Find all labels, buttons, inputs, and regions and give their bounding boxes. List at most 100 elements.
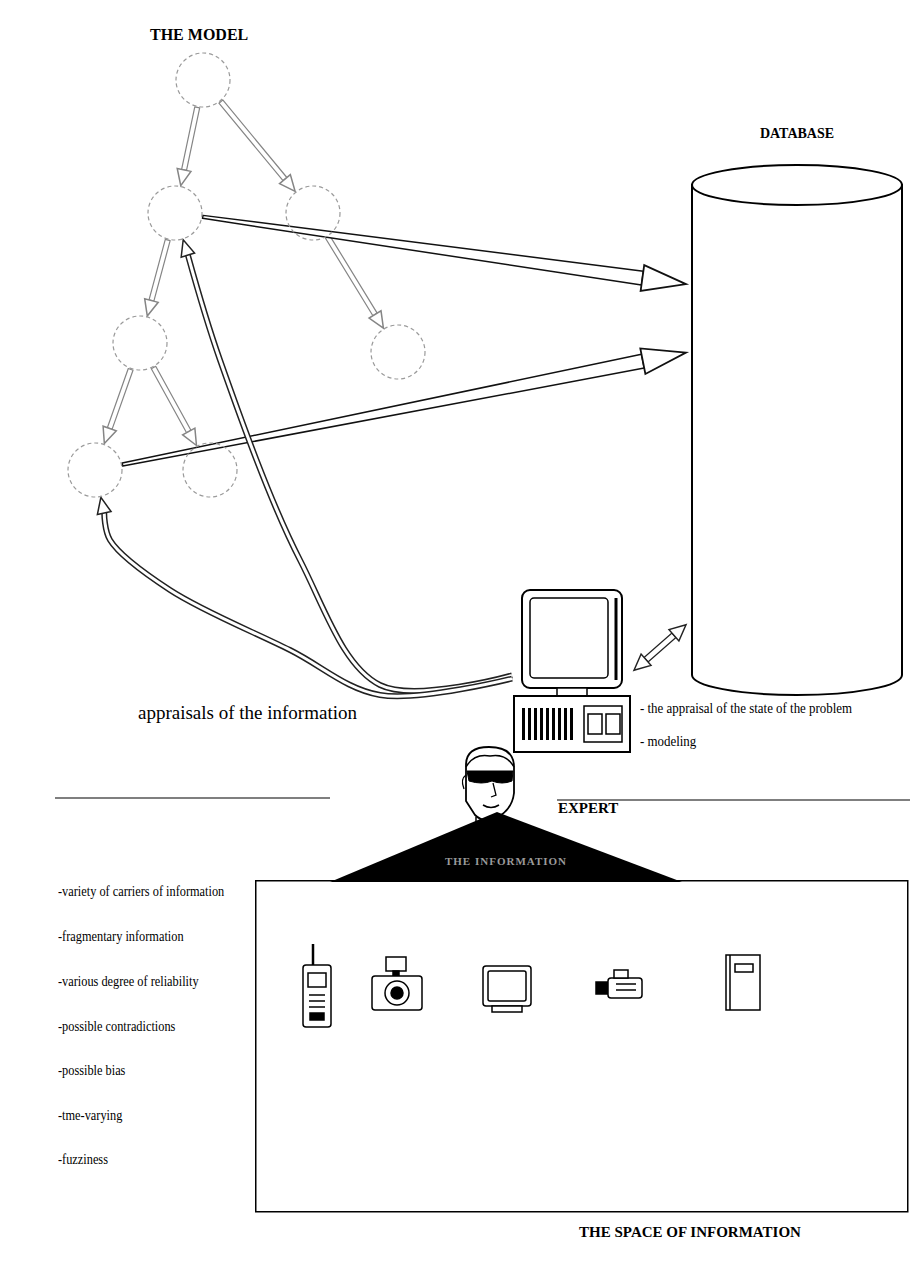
annotation-text: appraisals of the information (138, 702, 357, 724)
drive-slot (606, 714, 620, 734)
camcorder-body (608, 978, 642, 998)
annotation-text: THE MODEL (150, 26, 248, 44)
nose (491, 783, 496, 797)
node-shape (370, 324, 426, 380)
node-label: THE SPACE OF INFORMATION (485, 1224, 895, 1241)
camcorder-viewfinder (614, 970, 628, 978)
annotation-text: - the appraisal of the state of the prob… (640, 700, 852, 717)
camcorder-stripe (616, 989, 636, 991)
arrow-shaft-outline (104, 513, 512, 696)
vent-bar (564, 708, 567, 740)
annotation-text: -possible contradictions (58, 1019, 175, 1035)
vent-bar (570, 708, 573, 740)
node-shape (452, 743, 652, 828)
book-cover (726, 955, 760, 1010)
node-shape (330, 812, 682, 882)
dashed-circle (68, 443, 122, 497)
arrow-head (145, 299, 159, 316)
annotation-text: -various degree of reliability (58, 974, 199, 990)
connector-arrow (181, 240, 512, 691)
camera-lens-core (391, 987, 403, 999)
node-label: THE INFORMATION (330, 855, 682, 868)
arrow-axis (328, 237, 375, 315)
vent-bar (528, 708, 531, 740)
model-circle (147, 185, 203, 241)
speaker-line (309, 1000, 325, 1002)
node-shape (255, 880, 910, 1250)
arrow-shaft (107, 369, 133, 430)
model-circle (112, 315, 168, 371)
arrow-axis (221, 102, 285, 180)
walkie-talkie-icon (303, 944, 331, 1027)
dashed-circle (286, 186, 340, 240)
model-circle (370, 324, 426, 380)
drive-bay (584, 706, 622, 742)
model-circle (182, 442, 238, 498)
camera-lens (385, 981, 409, 1005)
node-label: EXPERT (558, 800, 618, 817)
connector-arrow (103, 369, 133, 444)
book-icon (726, 955, 760, 1010)
camcorder-stripe (616, 983, 636, 985)
dashed-circle (371, 325, 425, 379)
radio-body (303, 965, 331, 1027)
connector-arrow (203, 215, 686, 291)
vent-bar (522, 708, 525, 740)
monitor-neck (557, 688, 587, 696)
connector-arrow (177, 107, 199, 186)
vent-bar (534, 708, 537, 740)
cylinder-body (692, 185, 902, 695)
book-spine (729, 955, 731, 1010)
model-circle (175, 52, 231, 108)
radio-button (310, 1013, 324, 1020)
model-circle (67, 442, 123, 498)
arrow-head (97, 497, 111, 514)
vent-bar (546, 708, 549, 740)
annotation-text: -variety of carriers of information (58, 884, 224, 900)
camera-flash (386, 957, 406, 971)
node-shape (285, 185, 341, 241)
information-space-box: THE SPACE OF INFORMATION (255, 880, 910, 1250)
drive-slot (588, 714, 602, 734)
arrow-head (183, 428, 197, 445)
node-label: DATABASE (686, 126, 908, 142)
vent-bar (552, 708, 555, 740)
database-cylinder: DATABASE (686, 122, 908, 722)
annotation-text: -tme-varying (58, 1108, 122, 1124)
camcorder-icon (596, 970, 642, 998)
arrow-head (177, 169, 191, 186)
dashed-circle (113, 316, 167, 370)
node-shape (182, 442, 238, 498)
triangle-shape (330, 812, 682, 882)
vent-bar (558, 708, 561, 740)
arrow-shaft-inner (104, 513, 512, 696)
computer-base (514, 696, 630, 752)
arrow-head (641, 265, 686, 291)
connector-arrow (151, 366, 196, 445)
arrow-head (181, 240, 194, 257)
node-shape (67, 442, 123, 498)
node-shape (112, 315, 168, 371)
arrow-head (280, 175, 296, 192)
information-triangle: THE INFORMATION (330, 812, 682, 882)
sunglasses (467, 771, 513, 783)
arrow-head (634, 654, 651, 670)
arrow-shaft (149, 239, 170, 301)
expert-face: EXPERT (452, 743, 652, 828)
monitor-case (483, 966, 531, 1006)
arrow-shaft (219, 100, 287, 181)
arrow-axis (122, 361, 642, 464)
book-label (735, 964, 753, 972)
arrow-axis (203, 217, 643, 278)
arrow-head (669, 625, 686, 641)
arrow-axis (184, 107, 197, 170)
antenna (312, 944, 315, 966)
mouth (483, 805, 499, 808)
monitor-screen (488, 971, 526, 1001)
head-outline (466, 747, 514, 820)
arrow-shaft (151, 366, 191, 432)
arrow-shaft (203, 215, 644, 285)
arrow-shaft (182, 107, 200, 171)
camera-body (372, 976, 422, 1010)
